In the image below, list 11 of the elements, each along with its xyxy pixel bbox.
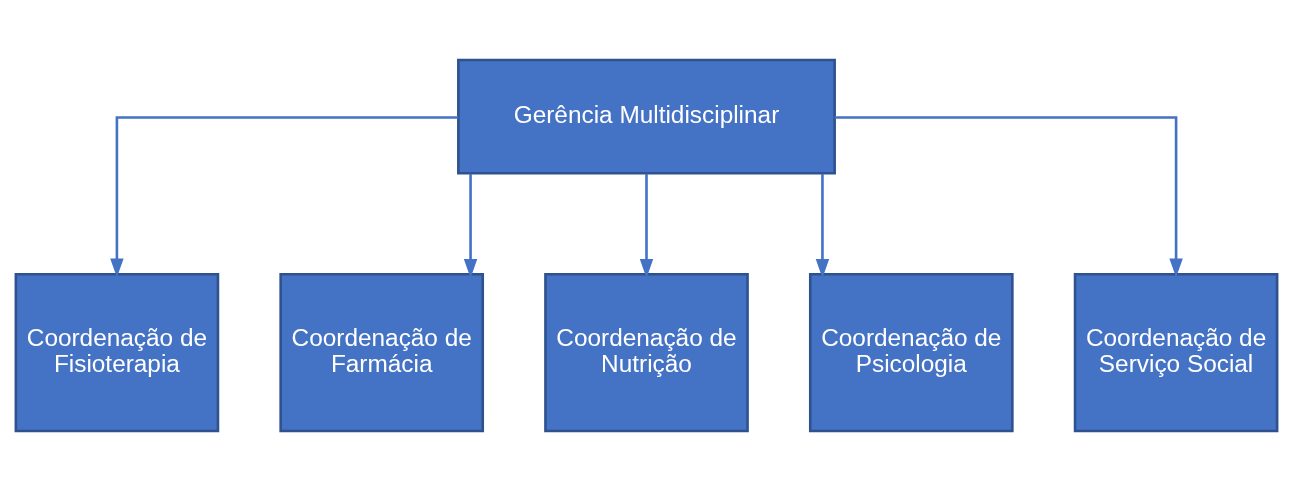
node-box: Coordenação de Fisioterapia [14,272,220,433]
node-box: Coordenação de Nutrição [544,272,749,433]
arrow [639,173,654,279]
node-box: Gerência Multidisciplinar [457,58,836,175]
node-box: Coordenação de Serviço Social [1073,272,1279,433]
node-box: Coordenação de Farmácia [279,272,485,433]
arrow [463,173,478,279]
arrow [110,116,459,278]
arrow [834,116,1183,278]
arrow [815,173,830,279]
node-box: Coordenação de Psicologia [808,272,1014,433]
